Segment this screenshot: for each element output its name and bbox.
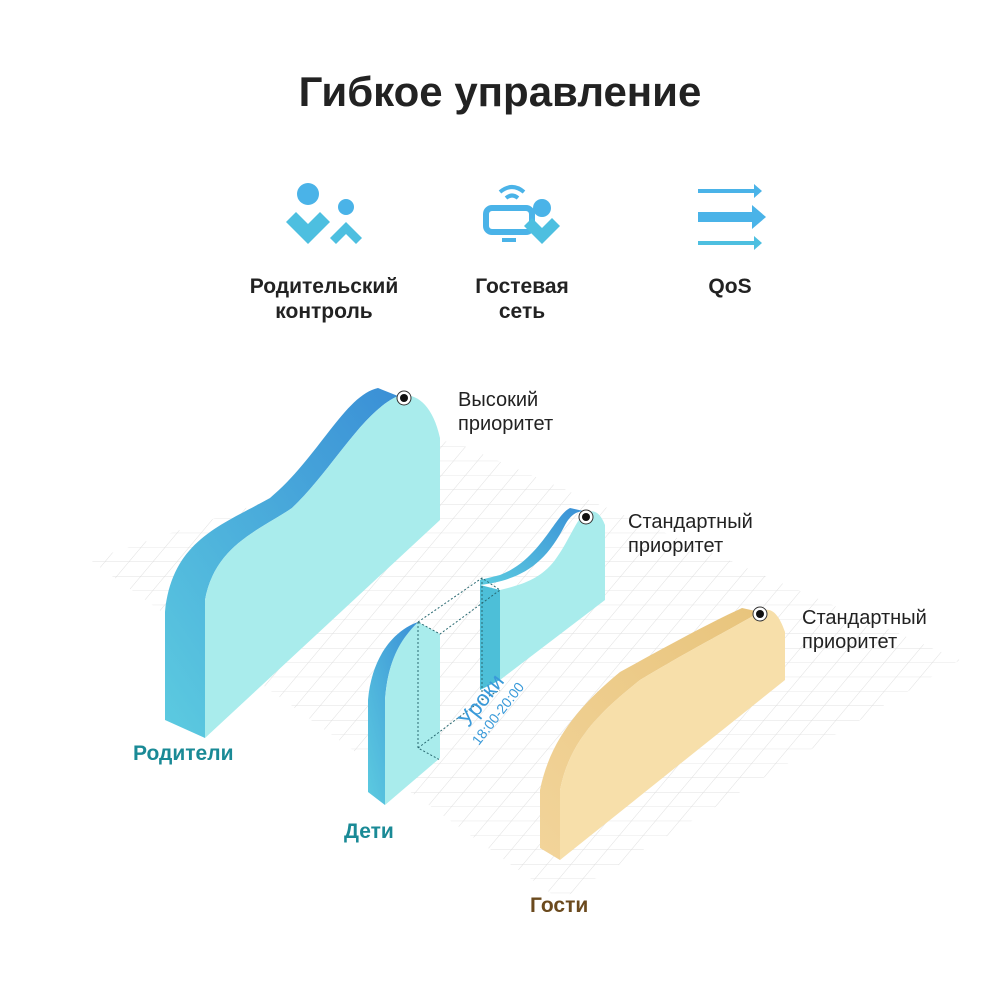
- group-label-guests: Гости: [530, 894, 589, 917]
- guests-wave: [540, 608, 785, 860]
- page-title: Гибкое управление: [298, 68, 702, 115]
- feature-label: Гостевая: [475, 275, 569, 298]
- feature-label: QoS: [708, 275, 752, 298]
- parents-wave: [165, 388, 440, 738]
- feature-label: сеть: [498, 300, 546, 323]
- group-label-parents: Родители: [133, 742, 234, 765]
- parental-control-icon: [286, 183, 362, 244]
- feature-label: контроль: [275, 300, 373, 323]
- group-label-kids: Дети: [344, 820, 394, 843]
- feature-label: Родительский: [249, 275, 399, 298]
- qos-arrows-icon: [698, 184, 766, 250]
- feature-qos: QoS: [630, 180, 830, 299]
- priority-markers: [396, 390, 768, 622]
- kids-wave: [368, 508, 605, 805]
- guest-network-icon: [483, 185, 560, 244]
